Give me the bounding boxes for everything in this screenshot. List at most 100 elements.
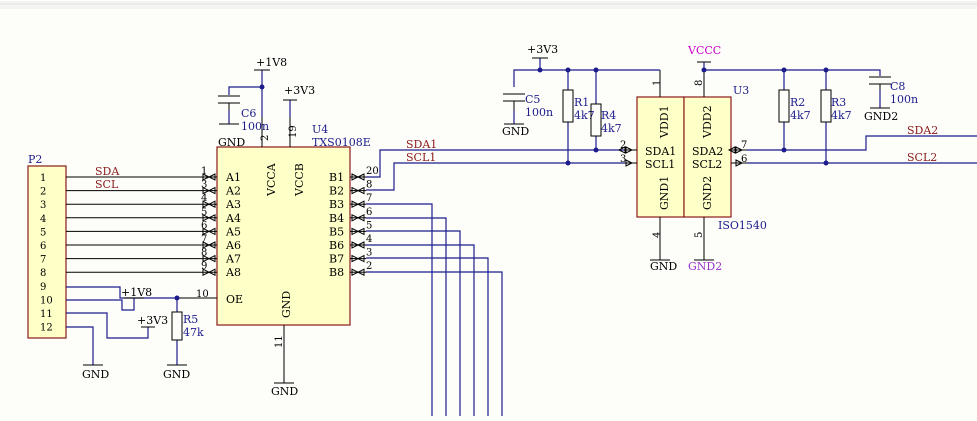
c6-designator: C6 <box>241 107 256 120</box>
power-vccc: VCCC <box>687 44 721 57</box>
u4-b-num: 8 <box>366 180 372 191</box>
u3-signal-pins <box>617 146 747 167</box>
u4-designator: U4 <box>312 123 328 136</box>
p2-pin-6: 6 <box>40 241 46 252</box>
u3-pin-sda2: 7 <box>741 140 747 151</box>
u4-a-arrow <box>207 241 216 249</box>
u4-a-arrow <box>202 254 211 263</box>
u4-pin-b3: B3 <box>329 198 344 211</box>
u4-a-arrow <box>202 213 211 222</box>
u3-pin-scl2: 6 <box>741 154 747 165</box>
ic-u3[interactable]: U3 ISO1540 VDD1 VDD2 GND1 GND2 SDA1 SCL1… <box>620 70 767 260</box>
u4-b-arrow <box>351 241 360 249</box>
u4-pin-b8: B8 <box>329 266 344 279</box>
resistor-r2[interactable]: R2 4k7 <box>778 89 811 123</box>
u4-b-arrow <box>351 200 360 209</box>
p2-pin-3: 3 <box>40 200 46 211</box>
resistor-r5[interactable]: R5 47k <box>171 311 204 341</box>
resistor-r1[interactable]: R1 4k7 <box>562 89 595 123</box>
u3-vdd2-name: VDD2 <box>701 105 714 139</box>
resistor-r3[interactable]: R3 4k7 <box>820 89 852 123</box>
u4-pin-b6: B6 <box>329 239 344 252</box>
u4-b-arrow <box>351 227 360 236</box>
u4-a-arrow <box>207 213 216 222</box>
u4-a-arrow <box>202 227 211 236</box>
u3-gnd1-name: GND1 <box>658 176 671 210</box>
power-symbols: +1V8 +3V3 GND GND +1V8 +3V3 GND GND +3V3… <box>82 43 898 398</box>
u4-b-num: 5 <box>366 220 372 231</box>
p2-designator: P2 <box>28 153 42 166</box>
u4-a-arrow <box>202 268 211 277</box>
r2-value: 4k7 <box>790 109 811 122</box>
u4-b-arrow <box>356 173 365 181</box>
r3-designator: R3 <box>831 96 846 109</box>
p2-pin-4: 4 <box>40 214 46 225</box>
u3-pin-sda1: 2 <box>620 140 626 151</box>
gnd-u3: GND <box>650 260 677 273</box>
u3-designator: U3 <box>733 84 749 97</box>
u4-a-num: 5 <box>201 207 207 218</box>
u3-sda2-name: SDA2 <box>692 145 723 158</box>
u3-part: ISO1540 <box>718 219 767 232</box>
u3-gnd2-name: GND2 <box>701 176 714 210</box>
u4-part: TXS0108E <box>312 136 371 149</box>
u4-b-arrow <box>356 254 365 263</box>
r2-designator: R2 <box>790 96 805 109</box>
p2-pin-2: 2 <box>40 187 46 198</box>
u4-a-arrow <box>202 200 211 209</box>
u4-pin-b2: B2 <box>329 185 344 198</box>
net-sda: SDA <box>95 165 120 178</box>
p2-pin-9: 9 <box>40 282 46 293</box>
net-scl2: SCL2 <box>907 151 937 164</box>
u4-b-num: 6 <box>366 207 372 218</box>
u4-pin-a7: A7 <box>225 253 241 266</box>
u3-left-body <box>636 96 685 218</box>
u4-b-arrow <box>351 186 360 195</box>
u4-pin-vcca: 2 <box>260 135 271 141</box>
gnd-c6: GND <box>218 136 245 149</box>
p2-pin-7: 7 <box>40 255 46 266</box>
u4-pin-a5: A5 <box>225 225 241 238</box>
r1-value: 4k7 <box>574 109 595 122</box>
u4-b-arrow <box>351 213 360 222</box>
junctions <box>174 67 829 301</box>
u4-pin-a2: A2 <box>225 185 241 198</box>
u4-a-num: 6 <box>201 220 207 231</box>
u3-pin-gnd1: 4 <box>652 232 663 238</box>
u4-pin-a1: A1 <box>225 171 241 184</box>
gnd-u4: GND <box>271 385 298 398</box>
u4-b-num: 7 <box>366 193 372 204</box>
u4-pin-b5: B5 <box>329 225 344 238</box>
resistor-r4[interactable]: R4 4k7 <box>590 103 622 137</box>
r4-designator: R4 <box>601 109 616 122</box>
net-sda2: SDA2 <box>907 124 938 137</box>
u4-pin-b7: B7 <box>329 253 344 266</box>
power-3v3-u4: +3V3 <box>284 84 315 97</box>
c5-value: 100n <box>525 106 553 119</box>
net-sda1: SDA1 <box>406 138 437 151</box>
u4-pin-b4: B4 <box>329 212 344 225</box>
p2-pin-10: 10 <box>40 295 53 306</box>
capacitor-c5[interactable]: C5 100n <box>503 93 553 119</box>
r3-value: 4k7 <box>831 109 852 122</box>
u4-a-num: 3 <box>201 180 207 191</box>
u4-b-arrow <box>356 241 365 249</box>
u4-oe-name: OE <box>226 293 243 306</box>
u3-pin-scl1: 3 <box>620 154 626 165</box>
u4-b-arrow <box>356 186 365 195</box>
u4-a-arrow <box>202 241 211 249</box>
u4-a-num: 4 <box>201 193 207 204</box>
capacitor-c6[interactable]: C6 100n <box>218 95 269 133</box>
r4-value: 4k7 <box>601 122 622 135</box>
u4-b-arrow <box>351 173 360 181</box>
u4-pin-a3: A3 <box>225 198 241 211</box>
u4-pin-oe: 10 <box>196 289 209 300</box>
u4-b-arrow <box>351 254 360 263</box>
u4-a-arrow <box>207 268 216 277</box>
u4-a-arrow <box>207 227 216 236</box>
capacitor-c8[interactable]: C8 100n <box>869 76 918 106</box>
p2-pin-11: 11 <box>40 309 53 320</box>
